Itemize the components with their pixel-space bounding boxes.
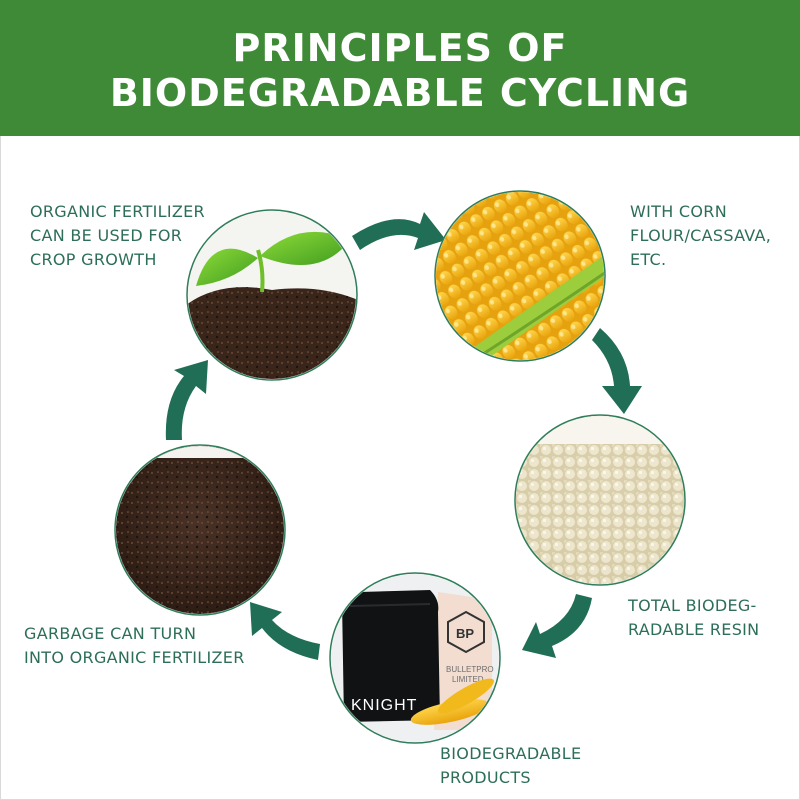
corn-photo [434, 190, 612, 362]
cycle-arrow-icon [592, 328, 642, 414]
resin-pellets-photo [514, 414, 686, 586]
soil-photo [114, 444, 286, 616]
box-logo-text: BP [456, 626, 474, 641]
cycle-arrow-icon [522, 594, 592, 658]
sprout-photo [186, 210, 358, 382]
box-label-line-1: BULLETPRO [446, 665, 494, 674]
bag-brand-label: KNIGHT [351, 697, 417, 714]
cycle-arrow-icon [352, 212, 446, 250]
cycle-arrow-icon [166, 360, 208, 440]
cycle-arrow-icon [250, 602, 320, 660]
biodegradable-bags-photo: KNIGHT BP BULLETPRO LIMITED [330, 572, 504, 744]
